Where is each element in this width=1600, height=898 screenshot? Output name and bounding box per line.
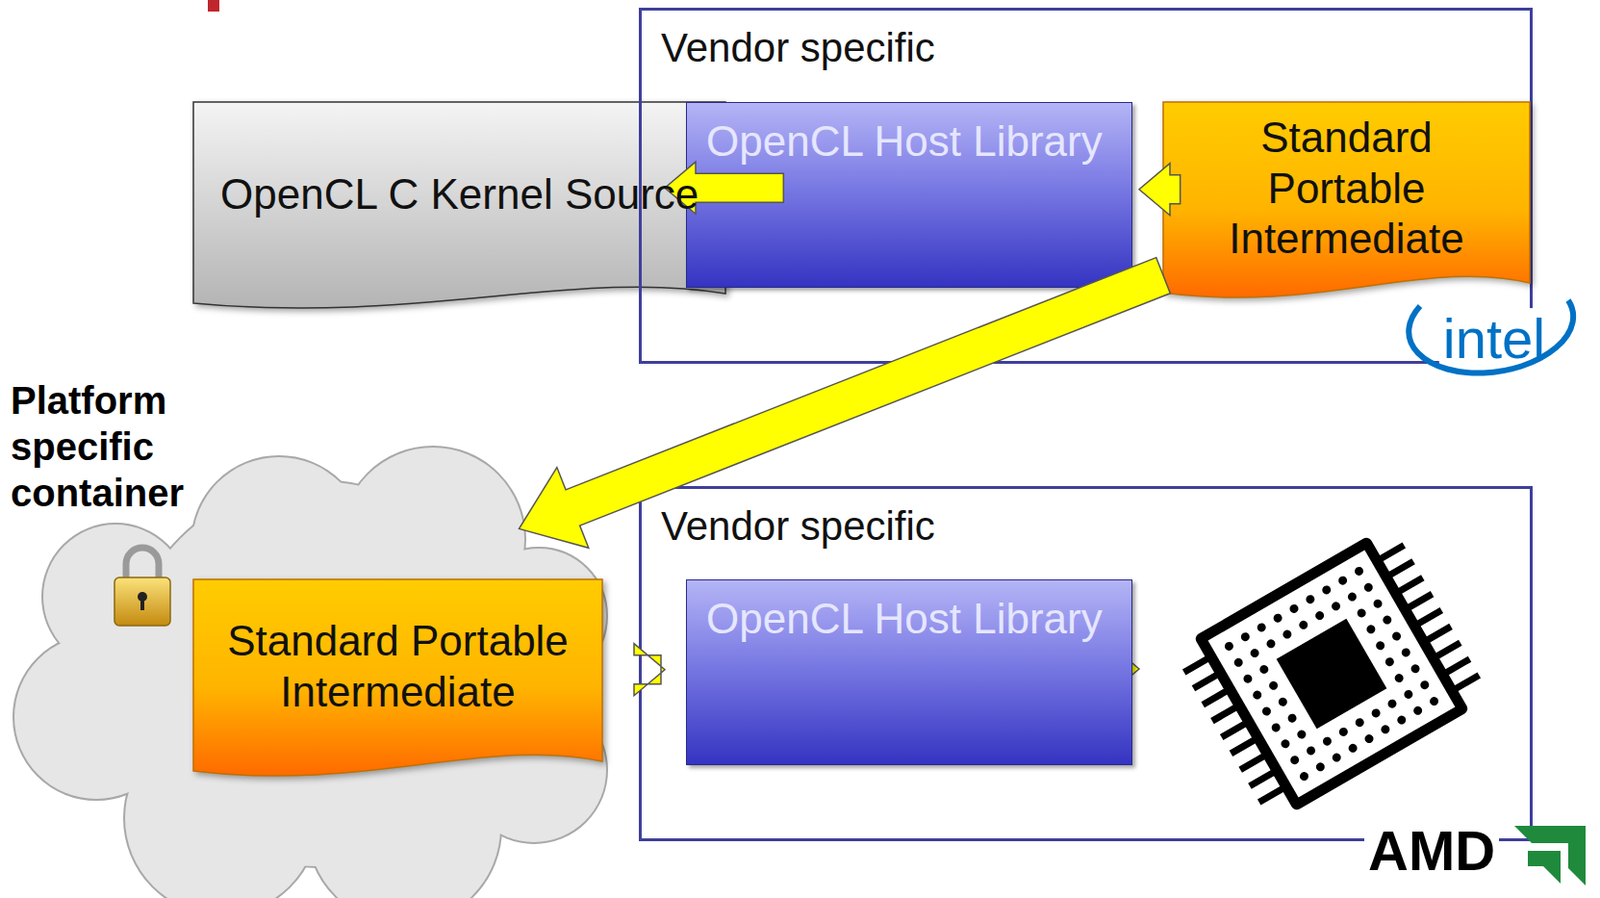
amd-arrow-icon [1514, 825, 1586, 886]
host-library-box: OpenCL Host Library [685, 101, 1133, 288]
intermediate-document: Standard Portable Intermediate [193, 579, 603, 785]
host-library-box: OpenCL Host Library [685, 579, 1133, 765]
block-arrow [664, 161, 784, 214]
container-cloud: Standard Portable IntermediatePlatform s… [7, 370, 603, 898]
vendor-frame: OpenCL Host Library Standard Portable Int… [638, 7, 1533, 364]
block-arrow [1139, 163, 1181, 216]
frame-heading: Vendor specific [660, 24, 936, 73]
box-text: OpenCL Host Library [706, 116, 1103, 168]
box-text: Standard Portable Intermediate [218, 615, 578, 718]
vendor-frame: OpenCL Host Library Vendor specific [638, 485, 1533, 841]
block-arrow [634, 643, 665, 696]
box-text: Standard Portable Intermediate [1188, 112, 1505, 265]
padlock-icon [114, 547, 171, 626]
intel-swoosh [1408, 300, 1574, 374]
frame-heading: Vendor specific [660, 502, 936, 551]
vendor-logo: intel [1439, 307, 1550, 370]
block-arrow [518, 257, 1170, 549]
vendor-logo: AMD [1364, 819, 1499, 882]
box-text: OpenCL C Kernel Source [220, 169, 699, 221]
frame-heading: Platform specific container [10, 377, 204, 516]
box-text: OpenCL Host Library [706, 593, 1103, 645]
title-fragment [207, 0, 220, 12]
chip-illustration [1170, 522, 1493, 825]
intermediate-document: Standard Portable Intermediate [1163, 101, 1530, 306]
source-document: OpenCL C Kernel Source [193, 101, 726, 317]
